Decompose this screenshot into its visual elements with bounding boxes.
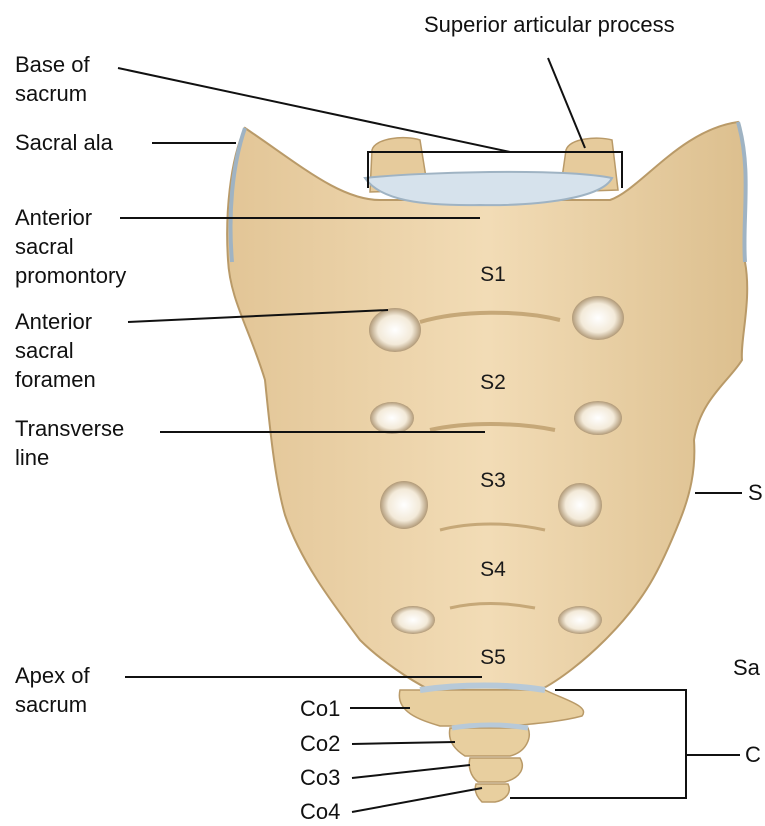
label-co3: Co3 <box>300 763 340 792</box>
label-transverse-line: Transverse line <box>15 414 124 472</box>
label-apex-of-sacrum: Apex of sacrum <box>15 661 90 719</box>
segment-s5: S5 <box>480 646 506 670</box>
label-co2: Co2 <box>300 729 340 758</box>
foramen-right-3 <box>558 483 602 527</box>
coccyx-co4 <box>475 784 509 802</box>
coccyx-co2 <box>450 728 530 756</box>
label-anterior-sacral-promontory: Anterior sacral promontory <box>15 203 126 290</box>
foramen-left-1 <box>369 308 421 352</box>
segment-s4: S4 <box>480 558 506 582</box>
label-anterior-sacral-foramen: Anterior sacral foramen <box>15 307 96 394</box>
leader-base-of-sacrum <box>118 68 510 152</box>
segment-s1: S1 <box>480 263 506 287</box>
label-right-cut-s: S <box>748 478 763 507</box>
leader-co2 <box>352 742 455 744</box>
label-superior-articular-process: Superior articular process <box>424 10 675 39</box>
label-co4: Co4 <box>300 797 340 826</box>
label-co1: Co1 <box>300 694 340 723</box>
segment-s2: S2 <box>480 371 506 395</box>
leader-superior-articular <box>548 58 585 148</box>
label-right-cut-sa: Sa <box>733 653 760 682</box>
segment-s3: S3 <box>480 469 506 493</box>
coccyx-co3 <box>469 758 522 782</box>
foramen-left-5 <box>391 606 435 634</box>
foramen-right-5 <box>558 606 602 634</box>
label-sacral-ala: Sacral ala <box>15 128 113 157</box>
foramen-left-3 <box>380 481 428 529</box>
leader-co4 <box>352 788 482 812</box>
coccyx-co1 <box>399 690 583 726</box>
leader-co3 <box>352 765 470 778</box>
label-base-of-sacrum: Base of sacrum <box>15 50 90 108</box>
foramen-right-1 <box>572 296 624 340</box>
foramen-right-2 <box>574 401 622 435</box>
label-right-cut-c: C <box>745 740 761 769</box>
foramen-left-2 <box>370 402 414 434</box>
